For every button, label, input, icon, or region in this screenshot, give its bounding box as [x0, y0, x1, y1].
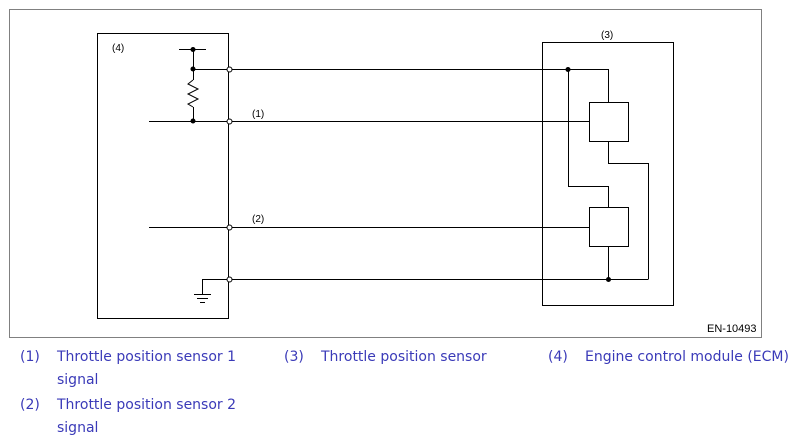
signal2-label: (2) [252, 214, 264, 225]
sensor2-element [589, 207, 629, 247]
legend-item-4: (4) Engine control module (ECM) [548, 346, 796, 370]
signal1-label: (1) [252, 109, 264, 120]
legend-text-line1: Throttle position sensor 2 [57, 397, 237, 413]
ground-icon [194, 294, 211, 303]
legend-text-line2: signal [57, 372, 99, 388]
ecm-terminals [226, 66, 233, 283]
legend-num: (4) [548, 349, 568, 365]
ecm-box [97, 33, 229, 319]
legend-num: (2) [20, 397, 40, 413]
legend-item-3: (3) Throttle position sensor [284, 346, 524, 370]
legend-text: Throttle position sensor [321, 349, 487, 365]
sensor1-element [589, 102, 629, 142]
legend-text-line2: signal [57, 420, 99, 436]
sensor-box [542, 42, 674, 306]
legend-item-2: (2) Throttle position sensor 2 signal [20, 394, 260, 442]
legend-num: (1) [20, 349, 40, 365]
legend-text: Throttle position sensor 1 signal [57, 346, 236, 392]
circuit-diagram: (4) (1) (2) (3) EN-10493 [9, 9, 762, 338]
diagram-frame [9, 9, 762, 338]
legend-text: Engine control module (ECM) [585, 349, 789, 365]
sensor-junction-ground [606, 277, 611, 282]
resistor-icon [186, 79, 200, 108]
legend-text-line1: Throttle position sensor 1 [57, 349, 237, 365]
legend-num: (3) [284, 349, 304, 365]
figure-code: EN-10493 [707, 323, 757, 335]
ecm-label: (4) [112, 43, 124, 54]
legend-item-1: (1) Throttle position sensor 1 signal [20, 346, 260, 394]
sensor-label: (3) [601, 30, 613, 41]
legend-text: Throttle position sensor 2 signal [57, 394, 236, 440]
